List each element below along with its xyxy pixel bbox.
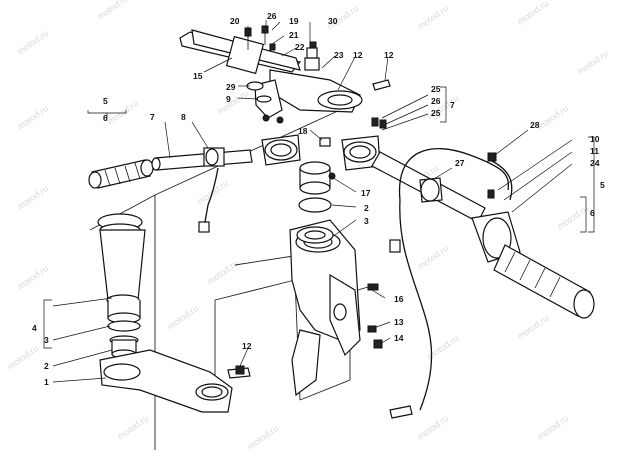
callout-25: 25: [431, 84, 441, 94]
right-throttle-grip: [471, 189, 595, 319]
callout-17: 17: [361, 188, 371, 198]
callout-labels: 20 26 19 30 21 22 23 12 12 15 29 9 18 25…: [32, 11, 605, 387]
callout-29: 29: [226, 82, 236, 92]
lower-triple-clamp: [99, 349, 251, 413]
left-handlebar-tube: [151, 134, 301, 233]
watermark-text: motod.ru: [535, 413, 570, 442]
callout-8: 8: [181, 112, 186, 122]
callout-7: 7: [150, 112, 155, 122]
throttle-cable: [389, 148, 513, 419]
callout-22: 22: [295, 42, 305, 52]
callout-15: 15: [193, 71, 203, 81]
callout-13: 13: [394, 317, 404, 327]
callout-12: 12: [384, 50, 394, 60]
left-grip-assembly: [88, 159, 154, 189]
stem-bearings: [296, 137, 336, 244]
watermark-text: motod.ru: [575, 48, 610, 77]
right-handlebar-assembly: [341, 117, 486, 223]
callout-6: 6: [590, 208, 595, 218]
callout-2: 2: [44, 361, 49, 371]
watermark-text: motod.ru: [105, 98, 140, 127]
callout-16: 16: [394, 294, 404, 304]
steering-head-frame: [289, 219, 361, 397]
leader-lines: [52, 20, 573, 383]
callout-25: 25: [431, 108, 441, 118]
watermark-text: motod.ru: [515, 0, 550, 27]
watermark-text: motod.ru: [95, 0, 130, 22]
watermark-text: motod.ru: [415, 243, 450, 272]
callout-3: 3: [364, 216, 369, 226]
callout-3: 3: [44, 335, 49, 345]
callout-9: 9: [226, 94, 231, 104]
watermark-text: motod.ru: [515, 313, 550, 342]
watermark-text: motod.ru: [5, 343, 40, 372]
watermark-text: motod.ru: [555, 203, 590, 232]
watermark-text: motod.ru: [415, 3, 450, 32]
callout-12: 12: [242, 341, 252, 351]
watermark-text: motod.ru: [165, 303, 200, 332]
callout-26: 26: [431, 96, 441, 106]
callout-18: 18: [298, 126, 308, 136]
callout-20: 20: [230, 16, 240, 26]
group-brackets: [43, 86, 595, 349]
callout-14: 14: [394, 333, 404, 343]
callout-7: 7: [450, 100, 455, 110]
callout-6: 6: [103, 113, 108, 123]
callout-4: 4: [32, 323, 37, 333]
watermark-text: motod.ru: [15, 103, 50, 132]
watermark-text: motod.ru: [415, 413, 450, 442]
callout-21: 21: [289, 30, 299, 40]
callout-5: 5: [103, 96, 108, 106]
callout-27: 27: [455, 158, 465, 168]
callout-1: 1: [44, 377, 49, 387]
callout-26: 26: [267, 11, 277, 21]
watermark-text: motod.ru: [15, 28, 50, 57]
callout-12: 12: [353, 50, 363, 60]
callout-23: 23: [334, 50, 344, 60]
watermark-text: motod.ru: [215, 88, 250, 117]
watermark-text: motod.ru: [15, 183, 50, 212]
callout-28: 28: [530, 120, 540, 130]
callout-11: 11: [590, 146, 599, 156]
callout-19: 19: [289, 16, 299, 26]
watermark-text: motod.ru: [205, 258, 240, 287]
fork-tube-left: [97, 213, 146, 359]
callout-30: 30: [328, 16, 338, 26]
callout-10: 10: [590, 134, 600, 144]
frame-bolts: [235, 283, 383, 375]
callout-2: 2: [364, 203, 369, 213]
watermark-text: motod.ru: [115, 413, 150, 442]
callout-24: 24: [590, 158, 600, 168]
watermark-text: motod.ru: [245, 423, 280, 452]
upper-clamp-assembly: [179, 29, 363, 124]
watermark-text: motod.ru: [535, 103, 570, 132]
callout-5: 5: [600, 180, 605, 190]
watermark-text: motod.ru: [15, 263, 50, 292]
